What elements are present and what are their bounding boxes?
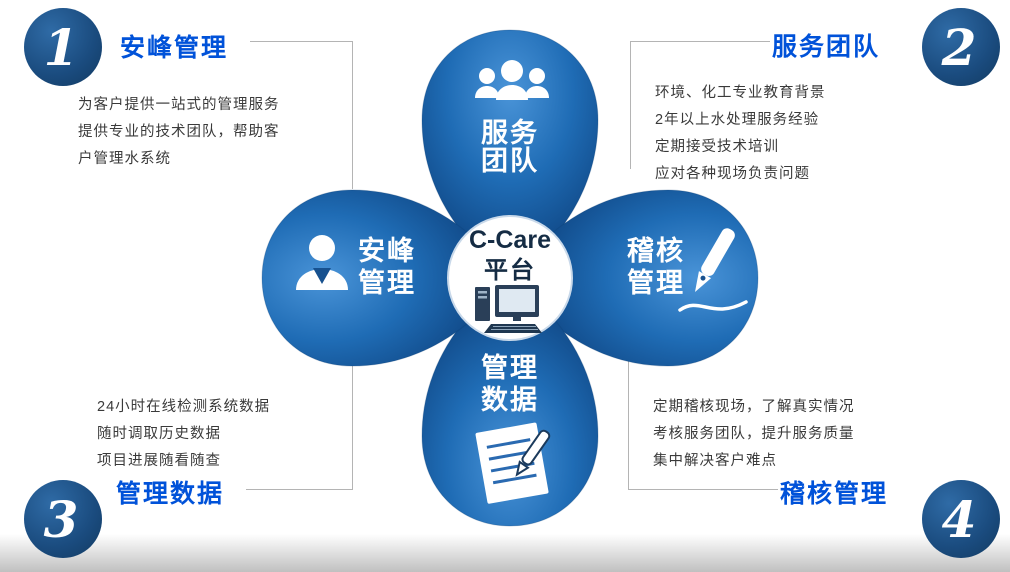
center-title-ccare: C-Care	[469, 226, 551, 254]
petal-label-audit-mgmt: 管理	[627, 268, 685, 298]
heading-audit-management: 稽核管理	[780, 480, 889, 508]
petal-label-audit: 稽核	[627, 235, 685, 266]
text-block-anfeng-management: 为客户提供一站式的管理服务 提供专业的技术团队，帮助客 户管理水系统	[78, 92, 280, 173]
flower-diagram: 服务 团队 安峰 管理 稽核 管理 管理 数据	[261, 29, 759, 527]
text-line: 24小时在线检测系统数据	[97, 399, 271, 415]
text-line: 考核服务团队，提升服务质量	[653, 426, 855, 442]
team-icon	[475, 60, 549, 100]
corner-badge-1: 1	[24, 8, 102, 86]
text-line: 随时调取历史数据	[97, 426, 221, 442]
corner-badge-2: 2	[922, 8, 1000, 86]
connector-line	[630, 41, 770, 42]
connector-line	[628, 489, 778, 490]
text-line: 2年以上水处理服务经验	[655, 112, 820, 128]
text-line: 环境、化工专业教育背景	[655, 85, 826, 101]
petal-label-service: 服务	[481, 118, 539, 148]
pen-icon	[678, 228, 748, 312]
heading-management-data: 管理数据	[116, 480, 225, 508]
connector-line	[630, 41, 631, 169]
bottom-shadow	[0, 534, 1010, 572]
petal-management-data	[421, 277, 599, 527]
text-line: 为客户提供一站式的管理服务	[78, 97, 280, 113]
heading-anfeng-management: 安峰管理	[120, 34, 229, 62]
text-line: 户管理水系统	[78, 151, 171, 167]
petal-anfeng-management	[261, 189, 511, 367]
text-line: 集中解决客户难点	[653, 453, 777, 469]
petal-label-anfeng: 安峰	[358, 236, 416, 266]
connector-line	[250, 41, 353, 42]
connector-line	[352, 362, 353, 489]
manager-icon	[296, 235, 348, 290]
computer-icon	[475, 285, 542, 333]
petal-service-team	[421, 29, 599, 279]
heading-service-team: 服务团队	[772, 33, 881, 61]
center-title-platform: 平台	[484, 256, 536, 284]
text-line: 应对各种现场负责问题	[655, 166, 810, 182]
text-line: 定期接受技术培训	[655, 139, 779, 155]
text-block-service-team: 环境、化工专业教育背景 2年以上水处理服务经验 定期接受技术培训 应对各种现场负…	[655, 80, 826, 188]
petal-label-anfeng-mgmt: 管理	[358, 268, 416, 298]
corner-badge-3: 3	[24, 480, 102, 558]
connector-line	[246, 489, 353, 490]
petal-audit-management	[509, 189, 759, 367]
text-line: 定期稽核现场，了解真实情况	[653, 399, 855, 415]
text-block-audit-management: 定期稽核现场，了解真实情况 考核服务团队，提升服务质量 集中解决客户难点	[653, 394, 855, 475]
corner-badge-4: 4	[922, 480, 1000, 558]
connector-line	[352, 41, 353, 189]
notepad-pen-icon	[475, 422, 551, 504]
petal-label-mgmt: 管理	[481, 353, 539, 383]
text-line: 项目进展随看随查	[97, 453, 221, 469]
connector-line	[628, 358, 629, 489]
text-line: 提供专业的技术团队，帮助客	[78, 124, 280, 140]
petal-label-data: 数据	[481, 385, 539, 415]
text-block-management-data: 24小时在线检测系统数据 随时调取历史数据 项目进展随看随查	[97, 394, 270, 475]
petal-label-team: 团队	[481, 146, 539, 176]
